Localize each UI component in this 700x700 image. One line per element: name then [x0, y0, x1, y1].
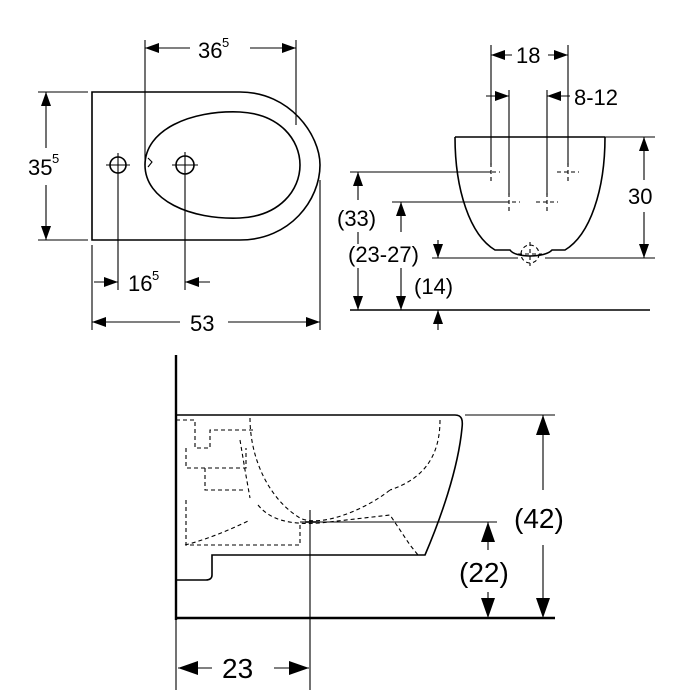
tap-hole-left [106, 153, 130, 177]
height-42-label: (42) [514, 503, 564, 534]
tap-offset-label-sup: 5 [152, 268, 159, 283]
side-view: (42) (22) 23 [174, 355, 564, 690]
tap-offset-label: 16 [128, 271, 152, 296]
height-14-label: (14) [414, 274, 453, 299]
depth-label-sup: 5 [52, 151, 59, 166]
length-label: 36 [198, 38, 222, 63]
height-33-label: (33) [337, 206, 376, 231]
top-view: 36 5 35 5 16 5 53 [28, 35, 321, 336]
front-view: 18 8-12 30 (33) (23-27) [337, 43, 655, 330]
length-label-sup: 5 [222, 35, 229, 50]
width-label: 53 [190, 311, 214, 336]
bolt-spacing-label: 18 [516, 43, 540, 68]
top-view-outline [91, 91, 321, 241]
height-22-label: (22) [459, 557, 509, 588]
distance-23-label: 23 [222, 653, 253, 684]
depth-label: 35 [28, 155, 52, 180]
tap-hole-right [172, 152, 198, 178]
bolt-range-label: 8-12 [574, 85, 618, 110]
front-view-outline [454, 136, 606, 257]
height-23-27-label: (23-27) [348, 242, 419, 267]
side-view-outline [176, 414, 464, 581]
top-view-bowl [144, 111, 301, 219]
height-30-label: 30 [628, 184, 652, 209]
